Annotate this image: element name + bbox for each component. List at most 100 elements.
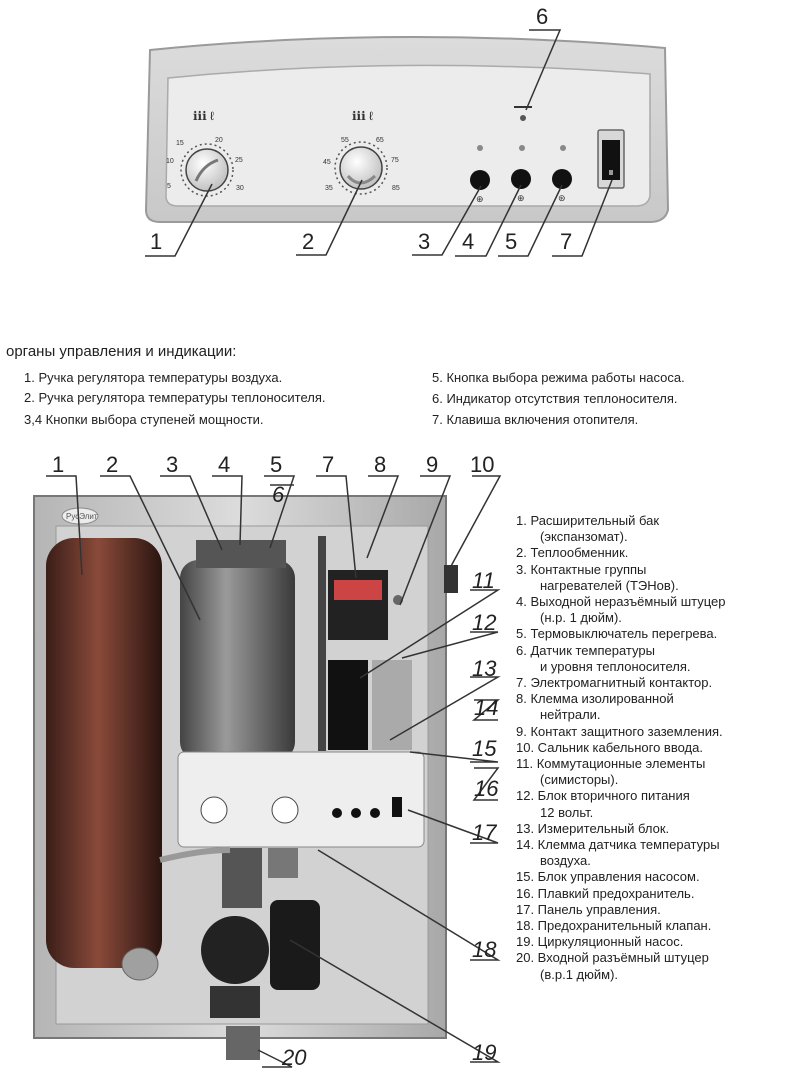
- panel-callout-6: 6: [536, 4, 549, 29]
- legend-item: 15. Блок управления насосом.: [516, 869, 798, 885]
- panel-callout-3: 3: [418, 229, 431, 254]
- svg-text:75: 75: [391, 157, 399, 164]
- control-panel-drawing: ℹℹℹ ℓ 15 20 10 25 5 30 ℹℹℹ ℓ 55 65 45 75…: [144, 29, 670, 257]
- panel-callout-4: 4: [462, 229, 475, 254]
- diagram-callout-9: 9: [426, 452, 439, 477]
- logo: РусЭлит: [66, 512, 98, 521]
- legend-item: 2. Теплообменник.: [516, 545, 798, 561]
- coolant-indicator: [520, 115, 526, 121]
- legend-item-line2: (н.р. 1 дюйм).: [540, 610, 622, 626]
- panel-face: [165, 64, 651, 207]
- air-temp-knob: ℹℹℹ ℓ 15 20 10 25 5 30: [166, 109, 244, 197]
- legend-item-line1: 15. Блок управления насосом.: [516, 869, 700, 885]
- legend-item-line1: 3. Контактные группы: [516, 561, 647, 577]
- legend-item-line1: 14. Клемма датчика температуры: [516, 837, 720, 853]
- svg-text:55: 55: [341, 137, 349, 144]
- diagram-callout-18: 18: [472, 937, 497, 962]
- legend-item-line1: 11. Коммутационные элементы: [516, 756, 706, 772]
- legend-item-line2: 12 вольт.: [540, 804, 594, 820]
- legend-item-line1: 20. Входной разъёмный штуцер: [516, 950, 709, 966]
- boiler-internals-figure: РусЭлит: [0, 440, 515, 1074]
- legend-item: 5. Термовыключатель перегрева.: [516, 626, 798, 642]
- legend-item-line2: нагревателей (ТЭНов).: [540, 577, 679, 593]
- svg-text:⊕: ⊕: [517, 193, 525, 203]
- legend-item-line1: 12. Блок вторичного питания: [516, 788, 690, 804]
- power-buttons: ⊕ ⊕ ⊛: [470, 169, 572, 204]
- heat-exchanger: [180, 560, 295, 760]
- legend-item: 20. Входной разъёмный штуцер(в.р.1 дюйм)…: [516, 950, 798, 982]
- diagram-callout-13: 13: [472, 656, 497, 681]
- svg-text:25: 25: [235, 157, 243, 164]
- svg-text:45: 45: [323, 159, 331, 166]
- controls-item-2: 2. Ручка регулятора температуры теплонос…: [24, 390, 326, 405]
- legend-item-line1: 7. Электромагнитный контактор.: [516, 675, 713, 691]
- legend-item-line1: 19. Циркуляционный насос.: [516, 934, 684, 950]
- legend-item: 9. Контакт защитного заземления.: [516, 724, 798, 740]
- svg-text:5: 5: [167, 183, 171, 190]
- boiler-drawing: РусЭлит: [33, 475, 502, 1068]
- legend-item-line2: нейтрали.: [540, 707, 601, 723]
- controls-item-3: 3,4 Кнопки выбора ступеней мощности.: [24, 412, 264, 427]
- diagram-callout-2: 2: [106, 452, 119, 477]
- controls-item-5: 5. Кнопка выбора режима работы насоса.: [432, 370, 685, 385]
- circulation-pump: [201, 916, 269, 984]
- diagram-callout-7: 7: [322, 452, 335, 477]
- diagram-callout-19: 19: [472, 1040, 497, 1065]
- legend-item-line1: 16. Плавкий предохранитель.: [516, 885, 695, 901]
- legend-item-line1: 1. Расширительный бак: [516, 513, 660, 528]
- legend-item: 4. Выходной неразъёмный штуцер(н.р. 1 дю…: [516, 594, 798, 626]
- legend-item-line1: 10. Сальник кабельного ввода.: [516, 739, 703, 755]
- diagram-callout-5: 5: [270, 452, 283, 477]
- panel-callout-1: 1: [150, 229, 163, 254]
- svg-text:20: 20: [215, 137, 223, 144]
- svg-text:⊛: ⊛: [558, 193, 566, 203]
- diagram-callout-16: 16: [474, 776, 499, 801]
- panel-callout-5: 5: [505, 229, 518, 254]
- legend-item-line1: 13. Измерительный блок.: [516, 820, 670, 836]
- control-panel-figure: ℹℹℹ ℓ 15 20 10 25 5 30 ℹℹℹ ℓ 55 65 45 75…: [0, 0, 800, 270]
- diagram-callout-4: 4: [218, 452, 231, 477]
- diagram-callout-8: 8: [374, 452, 387, 477]
- controls-item-7: 7. Клавиша включения отопителя.: [432, 412, 639, 427]
- legend-item: 19. Циркуляционный насос.: [516, 934, 798, 950]
- legend-item: 11. Коммутационные элементы(симисторы).: [516, 756, 798, 788]
- legend-item-line1: 4. Выходной неразъёмный штуцер: [516, 594, 726, 610]
- panel-callout-7: 7: [560, 229, 573, 254]
- controls-title: органы управления и индикации:: [6, 343, 237, 360]
- diagram-callout-14: 14: [474, 695, 499, 720]
- legend-item: 10. Сальник кабельного ввода.: [516, 740, 798, 756]
- legend-item-line1: 9. Контакт защитного заземления.: [516, 723, 723, 739]
- legend-item-line2: (в.р.1 дюйм).: [540, 966, 619, 982]
- parts-legend: 1. Расширительный бак(экспанзомат).2. Те…: [516, 513, 798, 983]
- svg-text:ℹℹℹ ℓ: ℹℹℹ ℓ: [352, 109, 373, 123]
- svg-text:35: 35: [325, 185, 333, 192]
- legend-item: 18. Предохранительный клапан.: [516, 918, 798, 934]
- inner-control-panel: [177, 751, 425, 848]
- power-switch: [597, 129, 625, 189]
- diagram-callout-3: 3: [166, 452, 179, 477]
- controls-item-1: 1. Ручка регулятора температуры воздуха.: [24, 370, 283, 385]
- diagram-callout-15: 15: [472, 736, 497, 761]
- legend-item: 7. Электромагнитный контактор.: [516, 675, 798, 691]
- svg-text:30: 30: [236, 185, 244, 192]
- legend-item-line2: (экспанзомат).: [540, 529, 628, 545]
- legend-item-line1: 17. Панель управления.: [516, 901, 661, 917]
- panel-callout-2: 2: [302, 229, 315, 254]
- diagram-callout-11: 11: [472, 568, 495, 593]
- legend-item-line1: 6. Датчик температуры: [516, 642, 655, 658]
- diagram-callout-17: 17: [472, 820, 497, 845]
- legend-item: 13. Измерительный блок.: [516, 821, 798, 837]
- diagram-callout-20: 20: [282, 1045, 307, 1070]
- legend-item-line1: 5. Термовыключатель перегрева.: [516, 626, 718, 642]
- legend-item-line2: воздуха.: [540, 853, 591, 869]
- svg-text:15: 15: [176, 140, 184, 147]
- controls-item-6: 6. Индикатор отсутствия теплоносителя.: [432, 391, 678, 406]
- svg-text:85: 85: [392, 185, 400, 192]
- legend-item-line2: (симисторы).: [540, 772, 619, 788]
- svg-text:65: 65: [376, 137, 384, 144]
- legend-item-line2: и уровня теплоносителя.: [540, 658, 691, 674]
